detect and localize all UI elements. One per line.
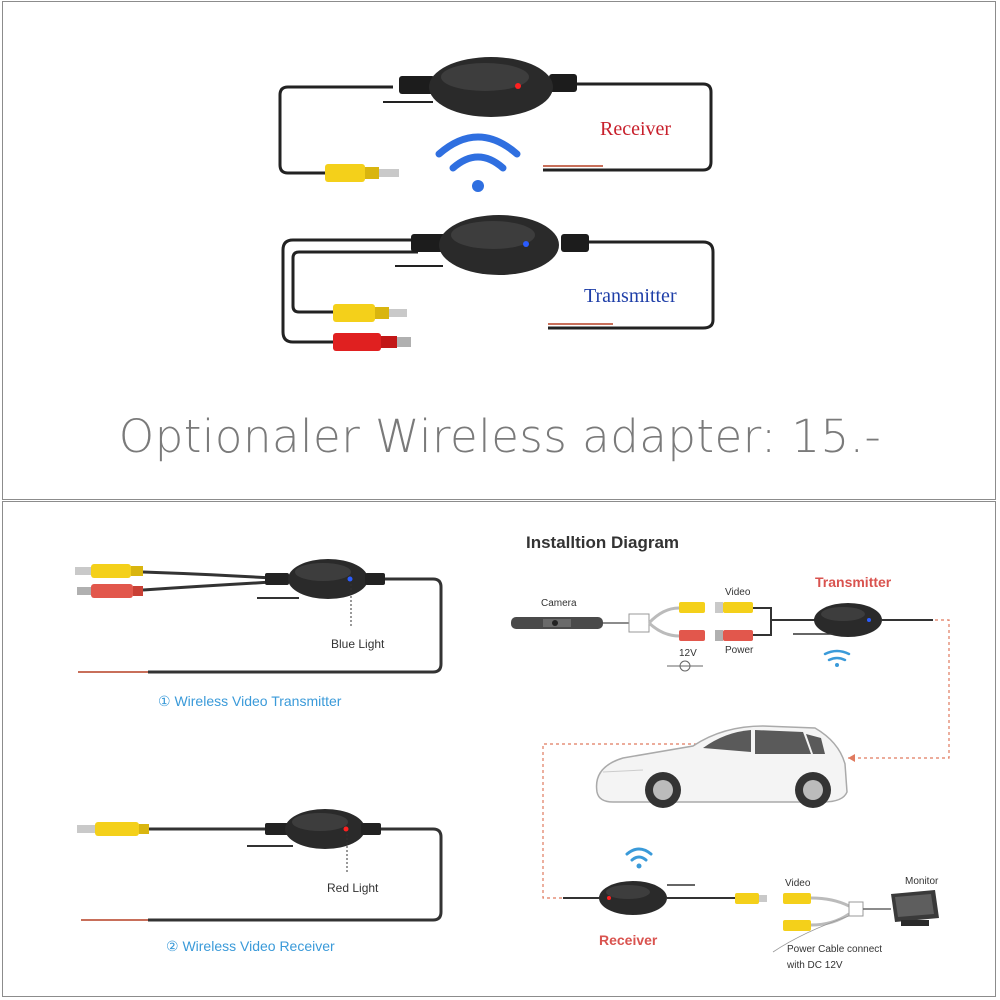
power-label: Power [725, 645, 754, 656]
transmitter-caption: ① Wireless Video Transmitter [158, 693, 342, 709]
receiver-strain-right [549, 74, 577, 92]
installation-illustration: Blue Light ① Wireless Video Transmitter … [75, 533, 950, 971]
transmitter-blue-led [347, 576, 353, 582]
installation-diagram: Installtion Diagram Camera Video Power 1… [511, 533, 950, 971]
wifi-icon [435, 133, 521, 192]
power-note-line1: Power Cable connect [787, 944, 882, 955]
receiver-caption: ② Wireless Video Receiver [166, 938, 335, 954]
power-note-line2: with DC 12V [786, 960, 843, 971]
diagram-transmitter-label: Transmitter [815, 574, 892, 590]
transmitter-cable-left [281, 238, 411, 344]
receiver-rca-yellow [95, 822, 139, 836]
transmitter-cable-right [548, 240, 715, 330]
bottom-panel: Blue Light ① Wireless Video Transmitter … [2, 501, 996, 997]
transmitter-dc-red [91, 584, 133, 598]
transmitter-wifi-icon [823, 649, 851, 667]
diagram-receiver-label: Receiver [599, 932, 658, 948]
receiver-red-led [343, 826, 349, 832]
video-label-top: Video [725, 587, 751, 598]
top-panel: Receiver Transmitter Optionaler Wireless… [2, 1, 996, 500]
receiver-strain-left [399, 76, 435, 94]
adapter-illustration: Receiver Transmitter [278, 57, 715, 351]
voltage-label: 12V [679, 648, 697, 659]
transmitter-rca-yellow [333, 304, 375, 322]
transmitter-label: Transmitter [584, 285, 677, 307]
monitor-label: Monitor [905, 876, 939, 887]
red-light-label: Red Light [327, 881, 379, 895]
transmitter-product: Blue Light ① Wireless Video Transmitter [75, 559, 443, 709]
price-caption: Optionaler Wireless adapter: 15.- [118, 410, 882, 463]
transmitter-dc-red [333, 333, 381, 351]
blue-light-label: Blue Light [331, 637, 385, 651]
receiver-cable-right [543, 82, 713, 172]
receiver-cable-left [278, 85, 393, 175]
camera-label: Camera [541, 598, 577, 609]
receiver-led [515, 83, 521, 89]
receiver-body-highlight [441, 63, 529, 91]
receiver-rca-yellow [325, 164, 365, 182]
receiver-wifi-icon [625, 847, 653, 869]
dashed-route-right [848, 619, 950, 759]
car-icon [595, 725, 848, 808]
video-label-bottom: Video [785, 878, 811, 889]
dashed-route-left [542, 743, 703, 899]
transmitter-led [523, 241, 529, 247]
transmitter-rca-yellow [91, 564, 131, 578]
diagram-title: Installtion Diagram [526, 533, 679, 552]
receiver-label: Receiver [600, 118, 671, 140]
receiver-product: Red Light ② Wireless Video Receiver [77, 809, 443, 954]
monitor-icon [891, 890, 939, 926]
